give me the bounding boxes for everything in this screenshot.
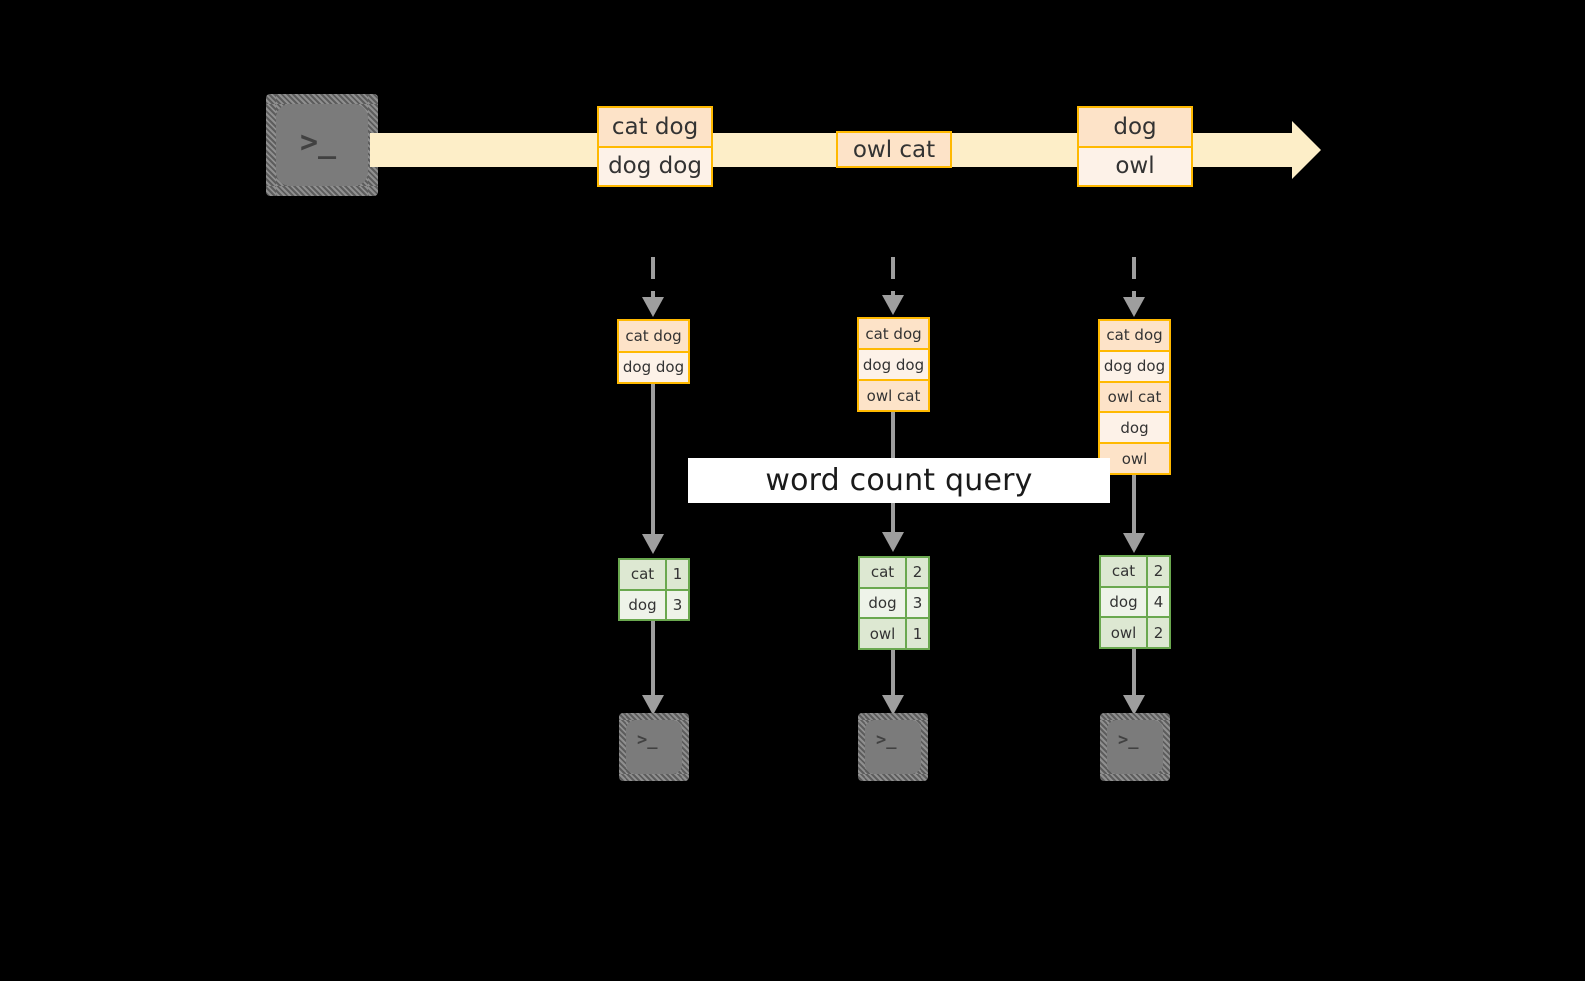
terminal-prompt-glyph: >_ <box>1118 730 1139 750</box>
word-cell: cat <box>620 560 667 589</box>
table-row: owl 2 <box>1101 618 1169 648</box>
stream-record-line: dog <box>1079 108 1191 148</box>
table-row: dog 3 <box>860 588 928 620</box>
dashed-connector-2 <box>891 257 895 297</box>
word-cell: dog <box>620 590 667 619</box>
count-cell: 1 <box>667 560 688 589</box>
terminal-prompt-glyph: >_ <box>637 730 658 750</box>
connector-1-to-result <box>651 384 655 534</box>
count-cell: 3 <box>907 588 928 618</box>
table-row: dog 4 <box>1101 587 1169 619</box>
stream-record-line: dog dog <box>599 147 711 185</box>
word-cell: cat <box>860 558 907 587</box>
connector-3-to-result <box>1132 475 1136 533</box>
dashed-down-arrow-icon <box>1123 297 1145 317</box>
down-arrow-icon <box>1123 533 1145 553</box>
terminal-screen <box>626 720 682 774</box>
snapshot-record-line: dog dog <box>619 352 688 382</box>
count-cell: 3 <box>667 590 688 619</box>
stream-record-1: cat dog dog dog <box>597 106 713 187</box>
table-row: owl 1 <box>860 619 928 649</box>
word-cell: cat <box>1101 557 1148 586</box>
word-cell: owl <box>1101 618 1148 648</box>
snapshot-1-records: cat dog dog dog <box>617 319 690 384</box>
stream-record-2: owl cat <box>836 131 952 168</box>
snapshot-3-result-table: cat 2 dog 4 owl 2 <box>1099 555 1171 649</box>
down-arrow-icon <box>882 532 904 552</box>
connector-3-to-sink <box>1132 649 1136 695</box>
word-cell: dog <box>860 588 907 618</box>
dashed-connector-3 <box>1132 257 1136 299</box>
terminal-prompt-glyph: >_ <box>300 125 337 160</box>
count-cell: 2 <box>1148 557 1169 586</box>
snapshot-record-line: owl <box>1100 444 1169 473</box>
query-label: word count query <box>688 458 1110 503</box>
snapshot-record-line: dog <box>1100 413 1169 445</box>
right-arrow-icon <box>1292 121 1321 179</box>
count-cell: 4 <box>1148 587 1169 617</box>
word-cell: dog <box>1101 587 1148 617</box>
snapshot-1-sink-terminal-icon: >_ <box>619 713 689 781</box>
connector-2-to-sink <box>891 650 895 695</box>
terminal-screen <box>865 720 921 774</box>
count-cell: 2 <box>1148 618 1169 648</box>
table-row: cat 2 <box>1101 557 1169 588</box>
stream-record-3: dog owl <box>1077 106 1193 187</box>
word-cell: owl <box>860 619 907 649</box>
connector-1-to-sink <box>651 621 655 695</box>
snapshot-2-sink-terminal-icon: >_ <box>858 713 928 781</box>
down-arrow-icon <box>642 534 664 554</box>
count-cell: 2 <box>907 558 928 587</box>
snapshot-record-line: owl cat <box>859 381 928 410</box>
stream-record-line: owl <box>1079 147 1191 185</box>
snapshot-record-line: cat dog <box>1100 321 1169 352</box>
table-row: dog 3 <box>620 590 688 619</box>
snapshot-record-line: dog dog <box>1100 351 1169 383</box>
stream-record-line: owl cat <box>838 133 950 166</box>
snapshot-1-result-table: cat 1 dog 3 <box>618 558 690 621</box>
down-arrow-icon <box>1123 695 1145 715</box>
snapshot-3-sink-terminal-icon: >_ <box>1100 713 1170 781</box>
snapshot-record-line: cat dog <box>619 321 688 353</box>
snapshot-record-line: cat dog <box>859 319 928 350</box>
down-arrow-icon <box>882 695 904 715</box>
snapshot-3-records: cat dog dog dog owl cat dog owl <box>1098 319 1171 475</box>
table-row: cat 2 <box>860 558 928 589</box>
snapshot-2-records: cat dog dog dog owl cat <box>857 317 930 412</box>
down-arrow-icon <box>642 695 664 715</box>
snapshot-record-line: owl cat <box>1100 382 1169 414</box>
snapshot-2-result-table: cat 2 dog 3 owl 1 <box>858 556 930 650</box>
dashed-down-arrow-icon <box>642 297 664 317</box>
dashed-down-arrow-icon <box>882 295 904 315</box>
dashed-connector-1 <box>651 257 655 299</box>
stream-record-line: cat dog <box>599 108 711 148</box>
count-cell: 1 <box>907 619 928 649</box>
snapshot-record-line: dog dog <box>859 350 928 381</box>
terminal-prompt-glyph: >_ <box>876 730 897 750</box>
table-row: cat 1 <box>620 560 688 591</box>
terminal-screen <box>276 104 368 186</box>
terminal-screen <box>1107 720 1163 774</box>
source-terminal-icon: >_ <box>266 94 378 196</box>
